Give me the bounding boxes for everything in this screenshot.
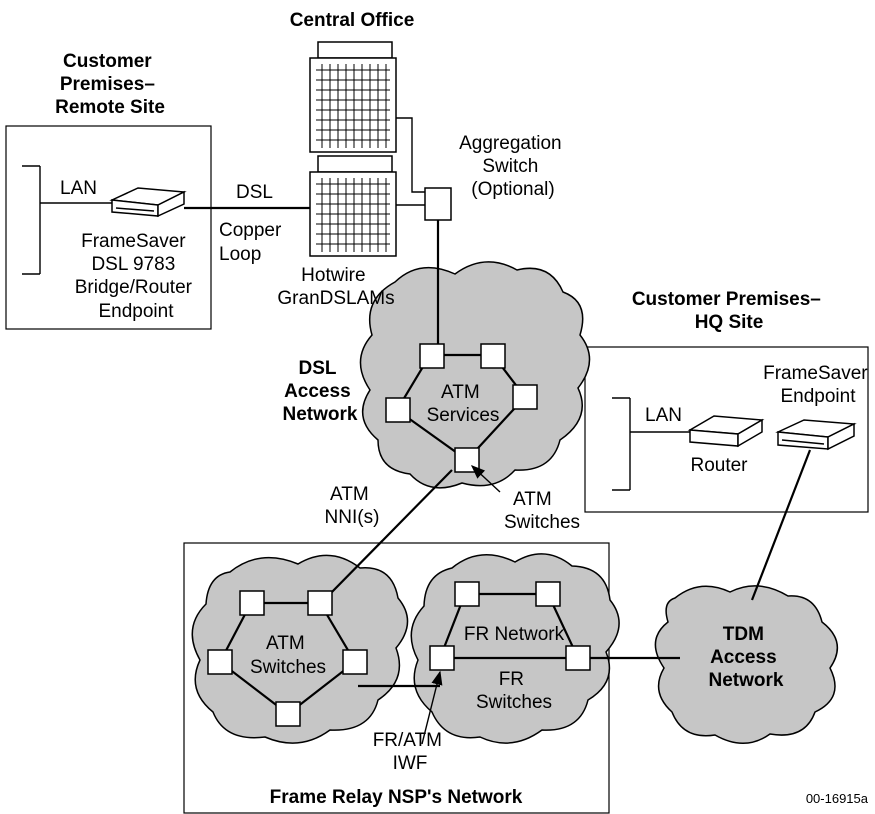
aggregation-switch [424, 187, 452, 221]
atm-switches-pointer-label: ATM Switches [504, 489, 580, 533]
aggregation-switch-label: Aggregation Switch (Optional) [459, 133, 567, 200]
atm-switches-cloud-label: ATM Switches [250, 633, 326, 678]
fr-switch-1 [454, 581, 480, 607]
atm-nni-label: ATM NNI(s) [325, 484, 380, 528]
fr-switch-2 [535, 581, 561, 607]
dsl-access-network-label: DSL Access Network [283, 358, 358, 425]
atm-services-label: ATM Services [427, 382, 500, 426]
framesaver-hq-label: FrameSaver Endpoint [763, 363, 873, 407]
tdm-to-framesaver-hq-line [750, 449, 812, 601]
framesaver-remote-label: FrameSaver DSL 9783 Bridge/Router Endpoi… [75, 231, 198, 322]
hotwire-label: Hotwire GranDSLAMs [277, 265, 394, 309]
nsp-network-title: Frame Relay NSP's Network [270, 787, 523, 808]
atm-service-switch-3 [385, 397, 411, 423]
dsl-access-network-cloud [359, 261, 591, 489]
hq-site-box [584, 346, 869, 513]
tdm-access-network-label: TDM Access Network [709, 624, 784, 691]
fr-switches-label: FR Switches [476, 669, 552, 713]
remote-site-title: Customer Premises– Remote Site [55, 51, 165, 118]
tdm-access-network-cloud [654, 585, 839, 744]
atm-service-switch-4 [512, 384, 538, 410]
lan-hq-label: LAN [645, 405, 682, 426]
fr-network-label: FR Network [464, 624, 565, 645]
atm-service-switch-2 [480, 343, 506, 369]
grandslam-top [309, 41, 397, 153]
fr-switch-3 [565, 645, 591, 671]
atm-switch-2 [307, 590, 333, 616]
central-office-label: Central Office [290, 10, 415, 31]
atm-switch-4 [342, 649, 368, 675]
framesaver-hq-device [775, 419, 857, 451]
figure-id: 00-16915a [806, 791, 869, 806]
atm-switch-5 [275, 701, 301, 727]
lan-remote-label: LAN [60, 178, 97, 199]
atm-switch-3 [207, 649, 233, 675]
framesaver-dsl-9783-device [109, 187, 187, 218]
atm-service-switch-1 [419, 343, 445, 369]
nsp-network-box [183, 542, 610, 814]
router-device [687, 415, 765, 448]
remote-site-box [5, 125, 212, 330]
dslam-top-to-aggregation [396, 117, 425, 193]
copper-loop-label: Copper Loop [219, 220, 287, 265]
grandslam-bottom [309, 155, 397, 257]
atm-switches-pointer [470, 465, 501, 493]
atm-nni-line [327, 469, 453, 597]
router-label: Router [690, 455, 748, 476]
hq-site-title: Customer Premises– HQ Site [632, 289, 826, 333]
atm-switch-1 [239, 590, 265, 616]
fr-switch-iwf [429, 645, 455, 671]
fr-atm-iwf-label: FR/ATM IWF [373, 730, 448, 774]
dsl-label: DSL [236, 182, 273, 203]
iwf-pointer [421, 670, 443, 745]
